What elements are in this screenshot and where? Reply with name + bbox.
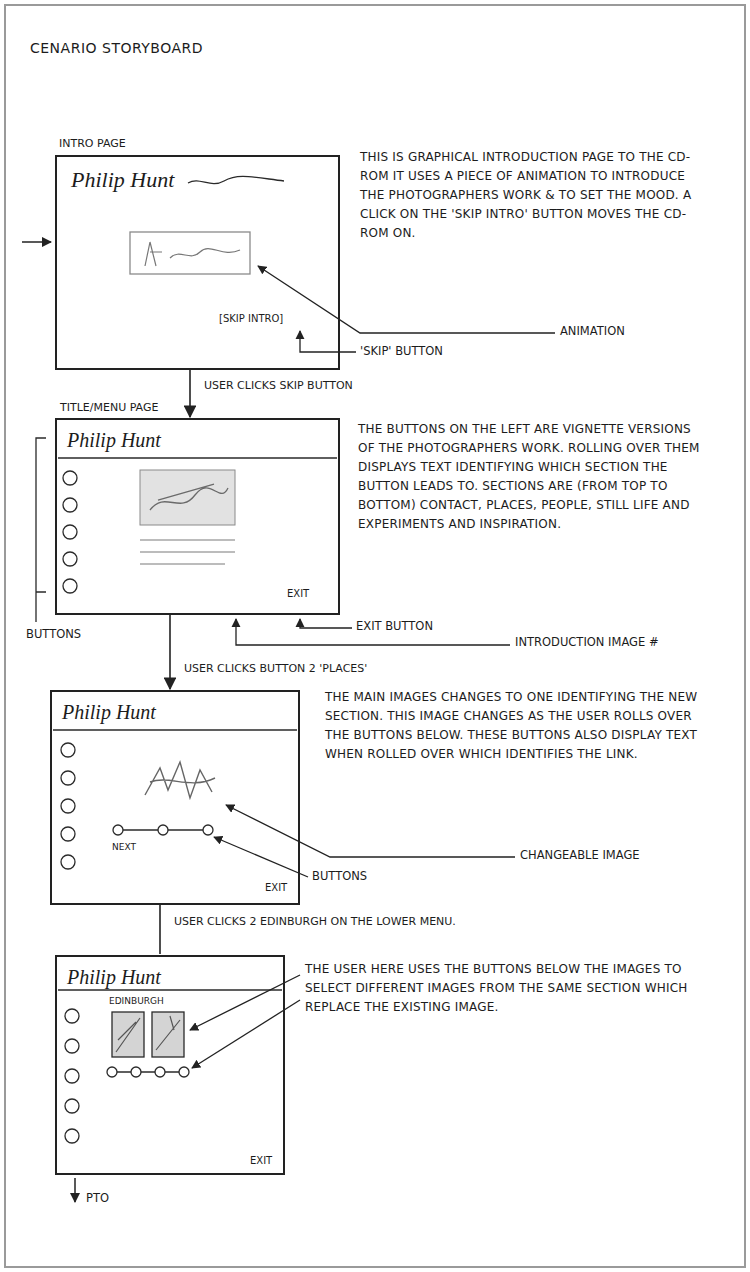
note-text: THE MAIN IMAGES CHANGES TO ONE IDENTIFYI… xyxy=(325,688,703,764)
note-text: THE BUTTONS ON THE LEFT ARE VIGNETTE VER… xyxy=(358,420,708,534)
logo-signature: Philip Hunt xyxy=(67,428,161,452)
menu-button xyxy=(65,1099,79,1113)
image-button xyxy=(203,825,213,835)
button-text: EXIT xyxy=(287,588,309,600)
logo-signature: Philip Hunt xyxy=(71,167,174,193)
menu-button xyxy=(61,827,75,841)
screen-frame: Philip HuntEDINBURGH EXIT xyxy=(55,955,285,1175)
screen-frame: Philip HuntNEXT EXIT xyxy=(50,690,300,905)
connector-label: USER CLICKS SKIP BUTTON xyxy=(202,379,355,392)
page-title: CENARIO STORYBOARD xyxy=(30,40,203,57)
menu-button xyxy=(61,799,75,813)
photo-scribble xyxy=(116,1016,180,1052)
leader-line xyxy=(300,619,352,628)
callout-label: ANIMATION xyxy=(560,325,625,339)
logo-signature: Philip Hunt xyxy=(62,700,156,724)
menu-button xyxy=(65,1039,79,1053)
image-button xyxy=(158,825,168,835)
flow-connector xyxy=(169,615,171,689)
callout-label: 'SKIP' BUTTON xyxy=(360,345,443,359)
menu-button xyxy=(65,1129,79,1143)
callout-label: BUTTONS xyxy=(312,870,367,884)
button-text: NEXT xyxy=(112,842,136,853)
menu-button xyxy=(61,855,75,869)
leader-line xyxy=(300,331,356,352)
page-heading: TITLE/MENU PAGE xyxy=(60,401,158,414)
flow-connector xyxy=(159,905,161,954)
leader-line xyxy=(236,619,510,645)
callout-label: EXIT BUTTON xyxy=(356,620,433,634)
page-heading: INTRO PAGE xyxy=(59,137,126,150)
button-text: EXIT xyxy=(265,882,287,894)
animation-box xyxy=(130,232,250,274)
page-border xyxy=(5,5,745,1267)
header-rule xyxy=(58,457,337,458)
callout-label: CHANGEABLE IMAGE xyxy=(520,849,640,863)
buttons-bracket xyxy=(36,438,46,622)
screen-frame: INTRO PAGEPhilip Hunt[SKIP INTRO] xyxy=(55,155,340,370)
image-button xyxy=(113,825,123,835)
signature-scribble xyxy=(188,176,284,183)
animation-scribble xyxy=(145,242,240,266)
callout-label: INTRODUCTION IMAGE # xyxy=(515,636,659,650)
leader-line xyxy=(258,266,555,333)
menu-button xyxy=(63,498,77,512)
connector-label: USER CLICKS BUTTON 2 'PLACES' xyxy=(182,662,369,675)
entry-arrow xyxy=(22,241,51,243)
button-text: [SKIP INTRO] xyxy=(219,313,283,325)
button-row xyxy=(112,1071,184,1072)
leader-line xyxy=(214,837,308,877)
flow-connector xyxy=(189,370,191,417)
button-text: EXIT xyxy=(250,1155,272,1167)
header-rule xyxy=(58,989,282,990)
menu-button xyxy=(63,471,77,485)
changeable-image xyxy=(145,762,215,798)
intro-image xyxy=(140,470,235,525)
note-text: THE USER HERE USES THE BUTTONS BELOW THE… xyxy=(305,960,700,1017)
menu-button xyxy=(63,552,77,566)
menu-button xyxy=(65,1069,79,1083)
screen-frame: TITLE/MENU PAGEPhilip HuntEXIT xyxy=(55,418,340,615)
image-button xyxy=(107,1067,117,1077)
menu-button xyxy=(61,771,75,785)
leader-line xyxy=(226,805,515,857)
image-button xyxy=(155,1067,165,1077)
section-heading: EDINBURGH xyxy=(109,996,164,1007)
image-button xyxy=(131,1067,141,1077)
menu-button xyxy=(61,743,75,757)
continue-label: PTO xyxy=(86,1192,109,1206)
logo-signature: Philip Hunt xyxy=(67,965,161,989)
continue-arrow xyxy=(74,1178,76,1202)
image-button xyxy=(179,1067,189,1077)
menu-button xyxy=(63,525,77,539)
image-scribble xyxy=(150,484,228,510)
callout-label: BUTTONS xyxy=(26,628,81,642)
note-text: THIS IS GRAPHICAL INTRODUCTION PAGE TO T… xyxy=(360,148,705,243)
text-lines xyxy=(140,540,235,564)
menu-button xyxy=(63,579,77,593)
connector-label: USER CLICKS 2 EDINBURGH ON THE LOWER MEN… xyxy=(172,915,458,928)
header-rule xyxy=(53,729,297,730)
menu-button xyxy=(65,1009,79,1023)
